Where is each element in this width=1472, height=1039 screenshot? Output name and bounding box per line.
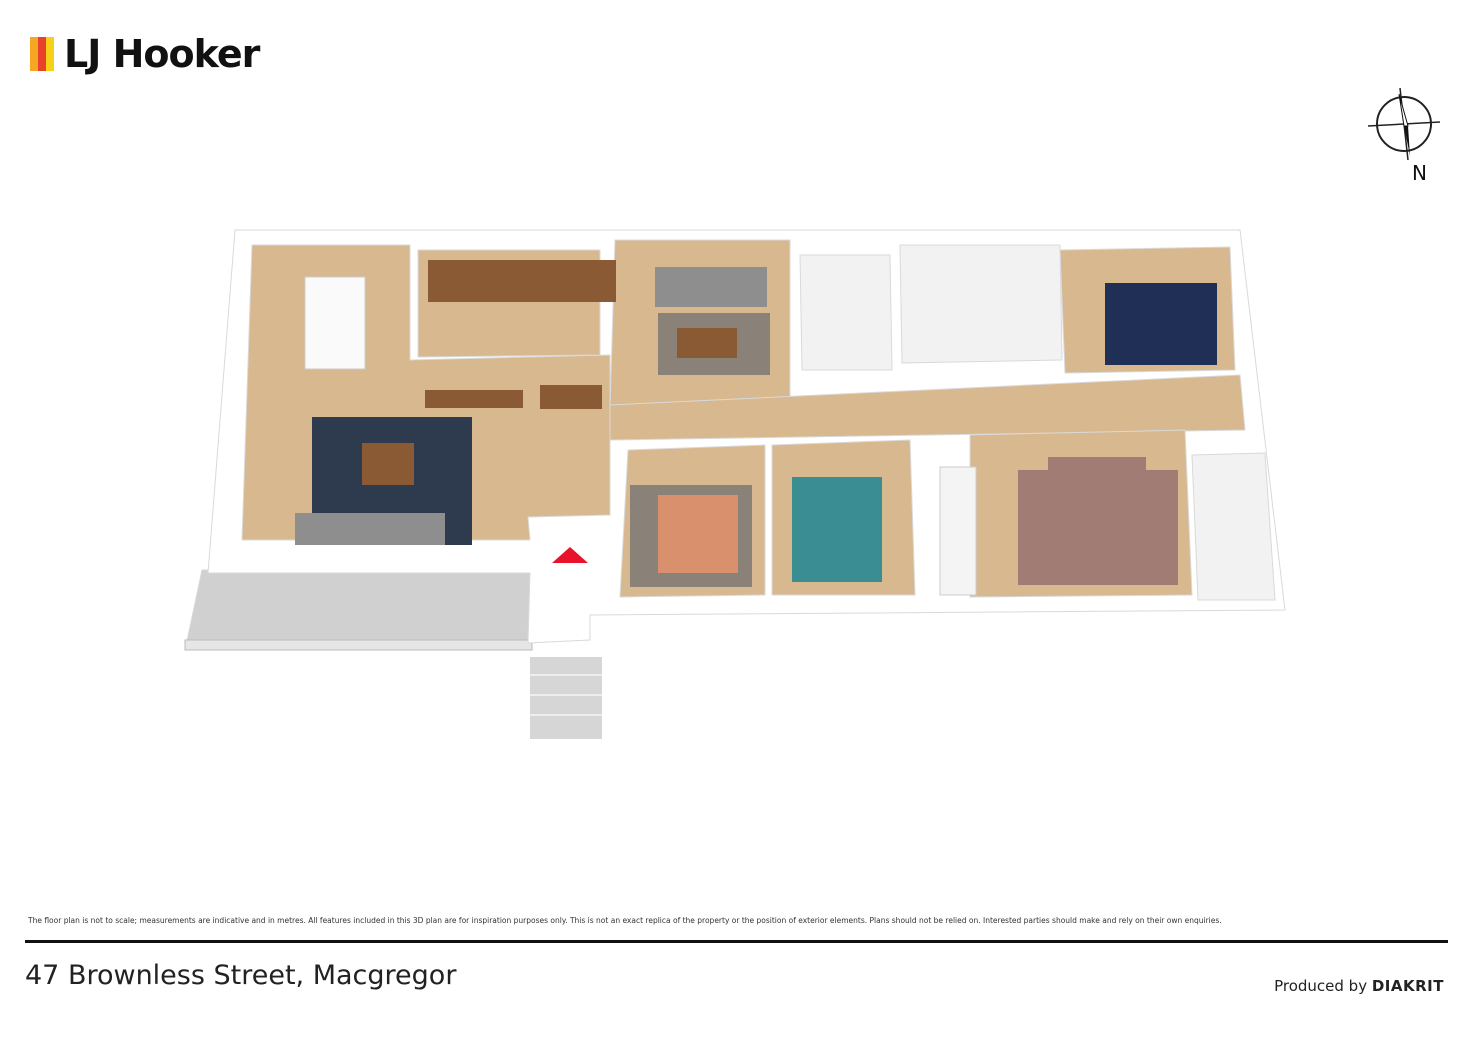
floor-hallway — [609, 374, 1246, 441]
producer-credit: Produced by DIAKRIT — [1274, 977, 1444, 995]
bed-bedroom-2 — [658, 495, 738, 573]
logo-bars-icon — [30, 37, 54, 71]
floor-laundry — [799, 254, 893, 371]
footer-divider — [25, 940, 1448, 943]
bed-bedroom-1 — [1105, 283, 1217, 365]
floor-bathroom — [899, 244, 1063, 364]
logo-bar — [30, 37, 38, 71]
deck-railing — [184, 639, 533, 651]
logo-bar — [46, 37, 54, 71]
property-address: 47 Brownless Street, Macgregor — [25, 960, 457, 991]
tv-unit — [425, 390, 523, 408]
brand-name: LJ Hooker — [64, 32, 260, 76]
producer-prefix: Produced by — [1274, 977, 1368, 995]
brand-logo: LJ Hooker — [30, 30, 260, 78]
bed-bedroom-3 — [792, 477, 882, 582]
hall-console — [540, 385, 602, 409]
coffee-table — [362, 443, 414, 485]
bed-master — [1048, 457, 1146, 569]
lounge-sofa — [655, 267, 767, 307]
kitchen-bench — [428, 260, 616, 302]
entry-stairs — [530, 657, 602, 739]
compass-icon: N — [1367, 87, 1441, 185]
walk-in-robe — [939, 466, 977, 596]
producer-name: DIAKRIT — [1371, 977, 1444, 995]
floor-ensuite — [1191, 452, 1276, 601]
dining-table — [304, 276, 366, 370]
logo-bar — [38, 37, 46, 71]
compass-north-label: N — [1412, 161, 1427, 185]
entry-marker — [552, 547, 588, 563]
lounge-table — [677, 328, 737, 358]
floor-plan — [184, 229, 1286, 739]
deck — [184, 569, 533, 651]
living-sofa — [295, 513, 445, 545]
disclaimer-text: The floor plan is not to scale; measurem… — [28, 916, 1222, 925]
